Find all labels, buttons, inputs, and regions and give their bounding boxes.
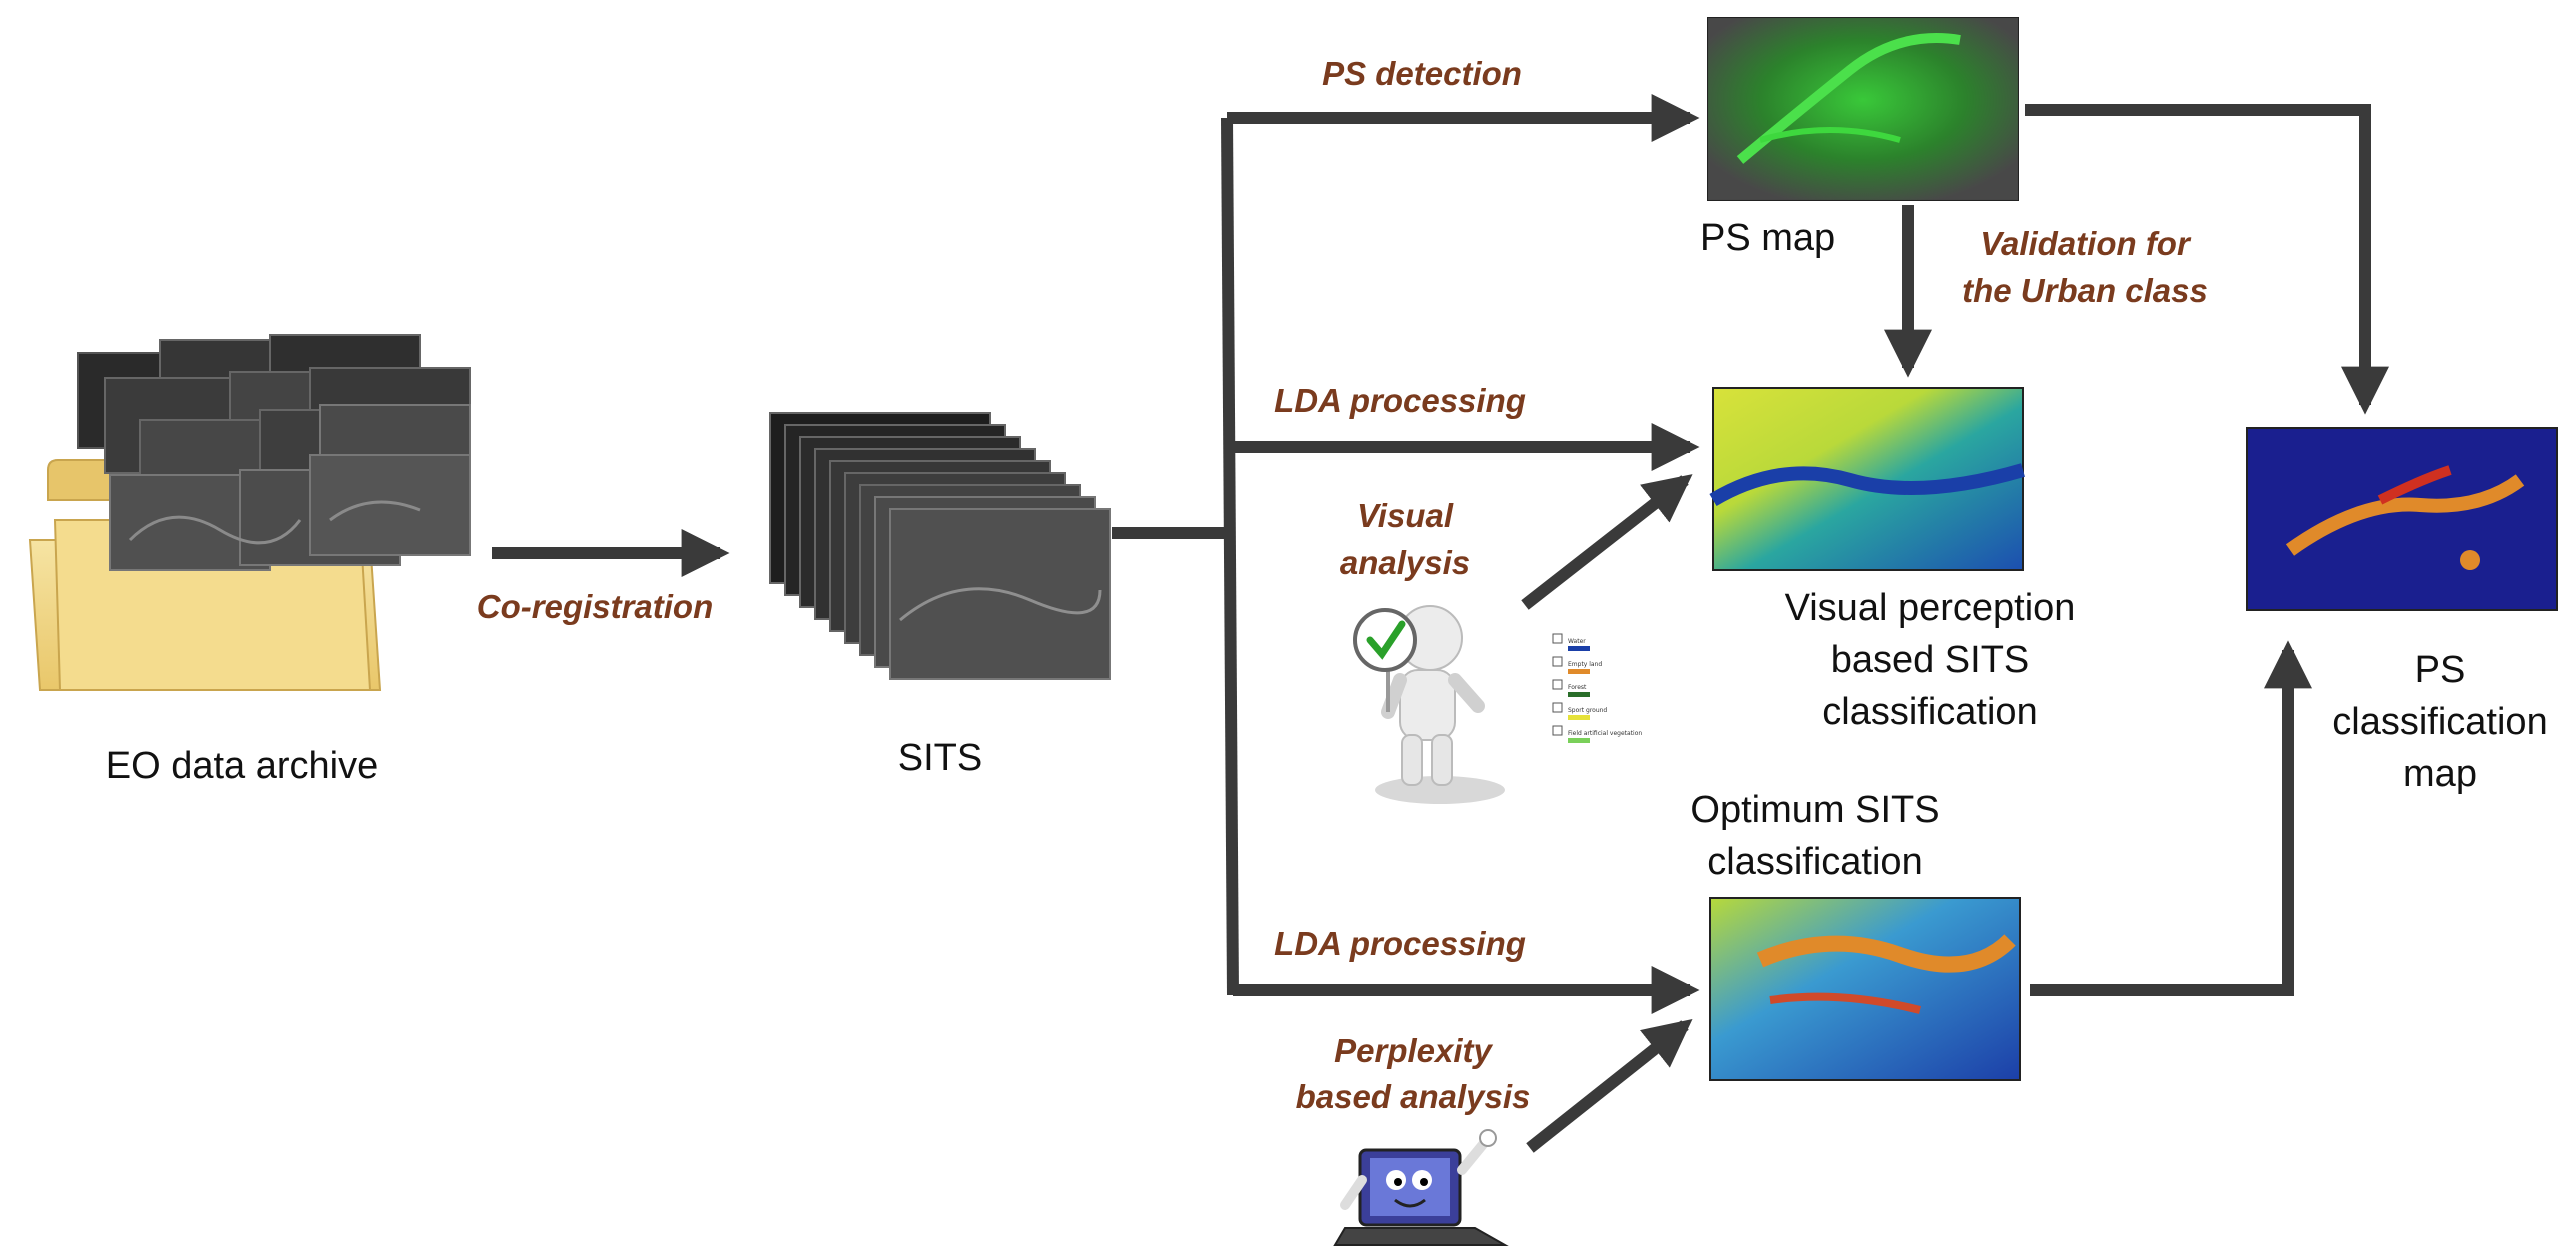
visual-analysis-arrow: [1521, 474, 1693, 610]
class-legend: Water Empty land Forest Sport ground Fie…: [1552, 633, 1642, 743]
ps-class-label-line1: PS: [2415, 649, 2466, 691]
coregistration-label: Co-registration: [477, 588, 714, 625]
sits-label: SITS: [898, 737, 982, 779]
ps-class-label-line3: map: [2403, 753, 2477, 795]
visual-label-line3: classification: [1822, 691, 2037, 733]
validation-label-line1: Validation for: [1980, 225, 2192, 262]
perplexity-arrow: [1526, 1019, 1693, 1153]
person-with-checkmark-sign-icon: [1353, 605, 1505, 804]
archive-label: EO data archive: [106, 745, 378, 787]
legend-item-empty-land: Empty land: [1568, 661, 1602, 668]
satellite-image-stack-icon: [77, 334, 471, 571]
visual-analysis-label-line2: analysis: [1340, 544, 1470, 581]
visual-classification-image: [1709, 387, 2025, 571]
perplexity-label-line1: Perplexity: [1334, 1032, 1493, 1069]
legend-item-sport-ground: Sport ground: [1568, 707, 1607, 714]
ps-map-label: PS map: [1700, 217, 1835, 259]
laptop-mascot-icon: [1333, 1129, 1509, 1246]
ps-detection-label: PS detection: [1322, 55, 1522, 92]
sits-image-stack: [769, 412, 1111, 680]
legend-item-forest: Forest: [1568, 684, 1587, 691]
optimum-label-line1: Optimum SITS: [1690, 789, 1939, 831]
visual-analysis-label-line1: Visual: [1357, 497, 1454, 534]
ps-to-classification-arrow: [2025, 104, 2389, 415]
legend-item-field-artificial-vegetation: Field artificial vegetation: [1568, 730, 1642, 737]
lda-processing-label-1: LDA processing: [1274, 382, 1526, 419]
optimum-to-classification-arrow: [2030, 640, 2312, 996]
perplexity-label-line2: based analysis: [1296, 1078, 1531, 1115]
ps-map-image: [1707, 17, 2019, 201]
optimum-label-line2: classification: [1707, 841, 1922, 883]
optimum-classification-image: [1709, 897, 2021, 1081]
lda-processing-label-2: LDA processing: [1274, 925, 1526, 962]
validation-label-line2: the Urban class: [1962, 272, 2208, 309]
legend-item-water: Water: [1568, 638, 1586, 645]
visual-label-line2: based SITS: [1831, 639, 2030, 681]
ps-classification-map-image: [2246, 427, 2558, 611]
branch-connector: [1112, 94, 1700, 1014]
ps-class-label-line2: classification: [2332, 701, 2547, 743]
visual-label-line1: Visual perception: [1785, 587, 2076, 629]
